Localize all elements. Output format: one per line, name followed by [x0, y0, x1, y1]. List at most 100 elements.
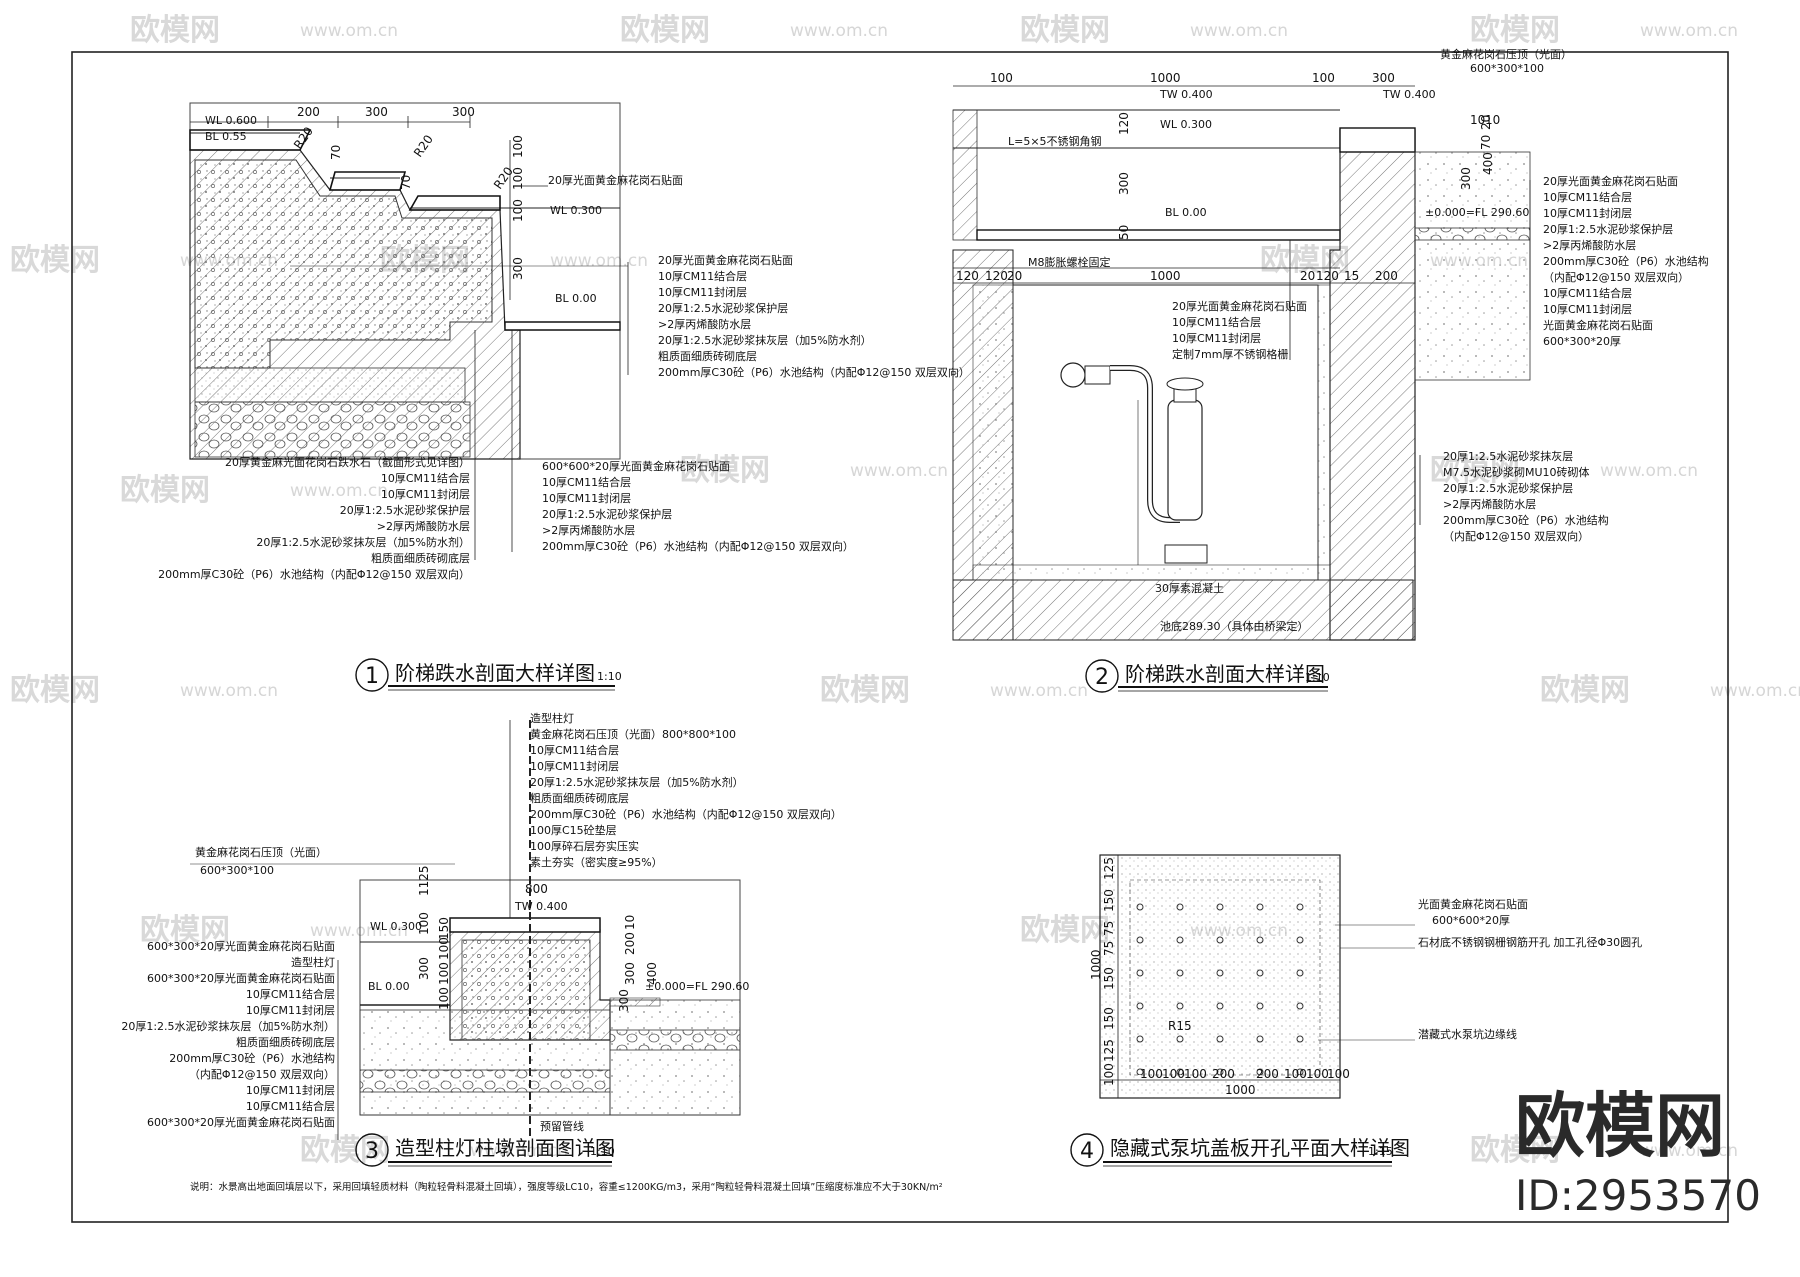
d4-hdim-6: 100 [1306, 1067, 1329, 1081]
d1-mid-list-item: 10厚CM11封闭层 [542, 491, 631, 505]
d2-right-list-item: 600*300*20厚 [1543, 335, 1621, 348]
d2-vdim-300b: 300 [1459, 167, 1473, 190]
d3-dim-200: 200 [623, 932, 637, 955]
d2-level-bl: BL 0.00 [1165, 206, 1207, 219]
d3-left-list-item: 10厚CM11结合层 [246, 1099, 335, 1113]
d3-top-list-item: 10厚CM11结合层 [530, 743, 619, 757]
d2-right2-list-item: 200mm厚C30砼（P6）水池结构 [1443, 513, 1609, 527]
d4-hdim-5: 100 [1284, 1067, 1307, 1081]
watermark-brand: 欧模网 [130, 13, 220, 48]
d3-dim-100b: 100 [437, 937, 451, 960]
watermark-url: www.om.cn [470, 1141, 568, 1161]
d2-level-tw2: TW 0.400 [1382, 88, 1436, 101]
d4-radius: R15 [1168, 1019, 1192, 1033]
d2-level-pit: 池底289.30（具体由桥梁定） [1160, 619, 1309, 633]
watermark-url: www.om.cn [1640, 21, 1738, 41]
d2-number: 2 [1095, 665, 1109, 690]
d1-dim-70a: 70 [329, 145, 343, 160]
d3-left-list-item: 造型柱灯 [291, 955, 335, 969]
d3-title: 造型柱灯柱墩剖面图详图 [395, 1136, 615, 1160]
d1-mid-list-item: 600*600*20厚光面黄金麻花岗石贴面 [542, 459, 730, 473]
watermark-url: www.om.cn [1190, 21, 1288, 41]
watermark-brand: 欧模网 [620, 13, 710, 48]
d1-dim-100c: 100 [511, 199, 525, 222]
d2-label-bolt: M8膨胀螺栓固定 [1028, 255, 1111, 269]
watermark-brand: 欧模网 [1430, 453, 1520, 488]
d2-mid-20a: 20 [1007, 269, 1022, 283]
d4-v-total: 1000 [1089, 949, 1103, 980]
d3-dim-100d: 100 [437, 987, 451, 1010]
d4-title: 隐藏式泵坑盖板开孔平面大样详图 [1110, 1136, 1410, 1160]
d2-level-fl: ±0.000=FL 290.60 [1425, 206, 1529, 219]
d2-mid-1000: 1000 [1150, 269, 1181, 283]
watermark-url: www.om.cn [790, 21, 888, 41]
watermark-brand: 欧模网 [680, 453, 770, 488]
d3-left-list-item: 600*300*20厚光面黄金麻花岗石贴面 [147, 939, 335, 953]
d3-top-list-item: 100厚C15砼垫层 [530, 823, 617, 837]
d3-dim-400: 400 [645, 962, 659, 985]
d4-vdim-6: 125 [1102, 1039, 1116, 1062]
d1-dim-70b: 70 [399, 175, 413, 190]
d4-number-circle [1070, 1133, 1104, 1167]
d1-right-list-item: 10厚CM11封闭层 [658, 285, 747, 299]
d2-label-concrete: 30厚素混凝土 [1155, 581, 1224, 595]
d2-dim-300: 300 [1372, 71, 1395, 85]
d1-left-list-item: >2厚丙烯酸防水层 [377, 519, 470, 533]
d1-right-list-item: >2厚丙烯酸防水层 [658, 317, 751, 331]
d3-top-list-item: 粗质面细质砖砌底层 [530, 791, 629, 805]
d1-scale: 1:10 [597, 670, 622, 683]
watermark-url: www.om.cn [850, 461, 948, 481]
d2-level-wl: WL 0.300 [1160, 118, 1212, 131]
watermark-url: www.om.cn [300, 21, 398, 41]
detail-3: 800 1125 100 300 400 300 10 200 150 100 … [121, 711, 942, 1193]
d2-vdim-10b: 10 [1485, 113, 1500, 127]
d1-dim-300b: 300 [452, 105, 475, 119]
d2-right-list-item: 10厚CM11封闭层 [1543, 206, 1632, 220]
watermark-url: www.om.cn [290, 481, 388, 501]
watermark-brand: 欧模网 [1470, 13, 1560, 48]
d4-callout-3: 潜藏式水泵坑边缘线 [1418, 1027, 1517, 1041]
d3-number-circle [355, 1133, 389, 1167]
d1-level-bl55: BL 0.55 [205, 130, 247, 143]
d2-right-list-item: 光面黄金麻花岗石贴面 [1543, 318, 1653, 332]
d2-mid-120c: 120 [1316, 269, 1339, 283]
d2-right-list-item: 10厚CM11结合层 [1543, 286, 1632, 300]
d3-top-list-item: 10厚CM11封闭层 [530, 759, 619, 773]
d2-mid-list-item: 定制7mm厚不锈钢格栅 [1172, 347, 1288, 361]
watermark-url: www.om.cn [180, 681, 278, 701]
d2-right-list-item: 10厚CM11结合层 [1543, 190, 1632, 204]
d1-dim-200: 200 [297, 105, 320, 119]
d2-vdim-70: 70 [1479, 135, 1493, 150]
d4-vdim-4: 150 [1102, 967, 1116, 990]
d2-mid-200: 200 [1375, 269, 1398, 283]
watermark-brand: 欧模网 [300, 1133, 390, 1168]
d1-left-list-item: 20厚1:2.5水泥砂浆保护层 [340, 503, 470, 517]
d3-top-list-item: 素土夯实（密实度≥95%） [530, 855, 663, 869]
d3-top-list-item: 200mm厚C30砼（P6）水池结构（内配Φ12@150 双层双向） [530, 807, 842, 821]
d4-hdim-3: 200 [1212, 1067, 1235, 1081]
d2-right-list-item: >2厚丙烯酸防水层 [1543, 238, 1636, 252]
d2-right2-list-item: M7.5水泥砂浆砌MU10砖砌体 [1443, 465, 1590, 479]
d3-dim-300b: 300 [623, 962, 637, 985]
d2-number-circle [1085, 659, 1119, 693]
d1-callout-top: 20厚光面黄金麻花岗石贴面 [548, 173, 683, 187]
d1-right-list-item: 200mm厚C30砼（P6）水池结构（内配Φ12@150 双层双向） [658, 365, 970, 379]
d2-mid-20b: 20 [1300, 269, 1315, 283]
watermark-url: www.om.cn [1640, 1141, 1738, 1161]
watermark-url: www.om.cn [990, 681, 1088, 701]
d3-dim-10: 10 [623, 915, 637, 930]
d1-dim-300: 300 [511, 257, 525, 280]
d4-vdim-0: 125 [1102, 857, 1116, 880]
d1-left-list-item: 10厚CM11结合层 [381, 471, 470, 485]
detail-2: 100 1000 100 300 120 120 20 1000 20 120 … [952, 47, 1709, 693]
d2-mid-15: 15 [1344, 269, 1359, 283]
d2-label-angle: L=5×5不锈钢角钢 [1008, 135, 1102, 148]
watermark-brand: 欧模网 [1540, 673, 1630, 708]
d1-right-list-item: 20厚1:2.5水泥砂浆抹灰层（加5%防水剂） [658, 333, 872, 347]
d4-callout-2: 石材底不锈钢钢栅钢筋开孔 加工孔径Φ30圆孔 [1418, 935, 1642, 949]
d2-dim-100b: 100 [1312, 71, 1335, 85]
d1-right-list-item: 粗质面细质砖砌底层 [658, 349, 757, 363]
d3-left-list-item: 20厚1:2.5水泥砂浆抹灰层（加5%防水剂） [121, 1019, 335, 1033]
d2-mid-120a: 120 [956, 269, 979, 283]
